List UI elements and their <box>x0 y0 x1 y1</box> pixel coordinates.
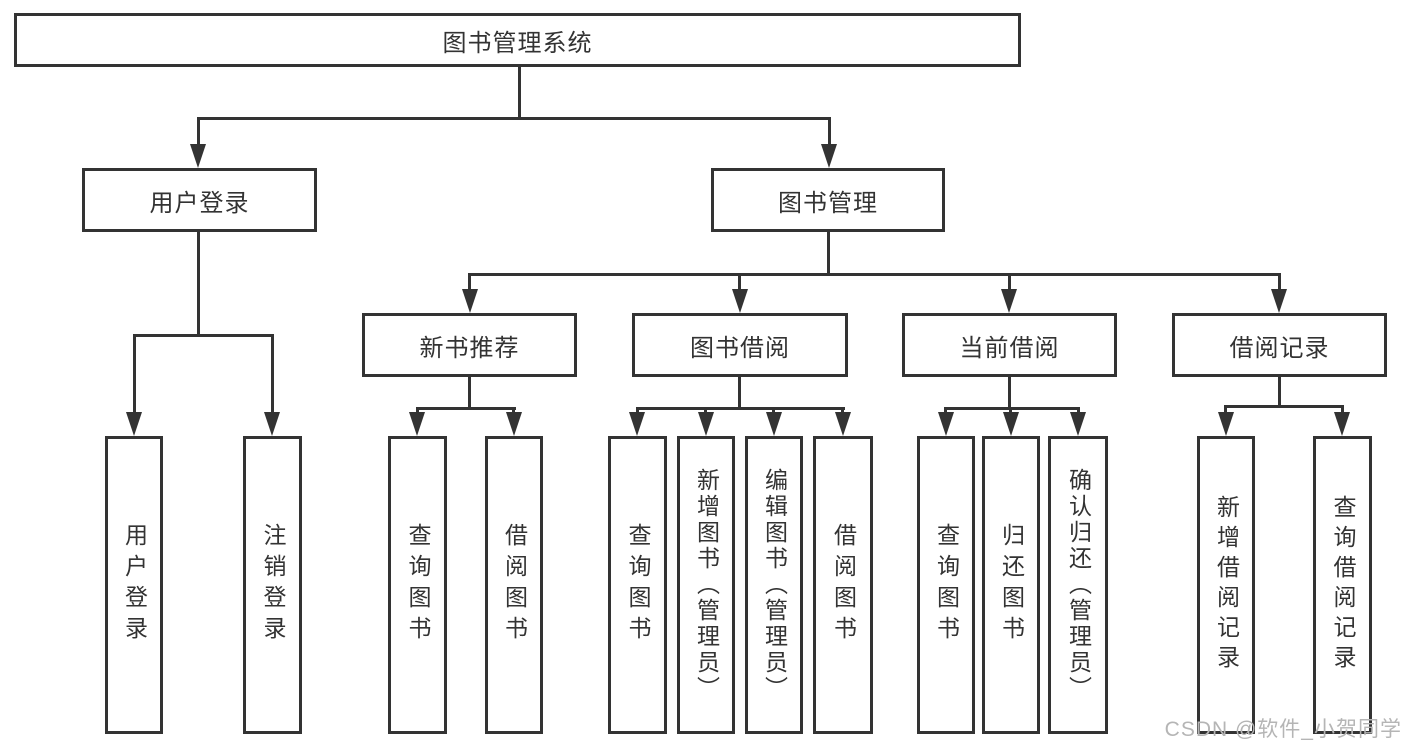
leaf-borrowing-add-books-admin-label: 新增图书（管理员） <box>693 468 720 702</box>
node-new-book-recommend: 新书推荐 <box>362 313 577 377</box>
connector-segment <box>1224 405 1344 408</box>
connector-segment <box>841 407 844 415</box>
leaf-current-query-books: 查询图书 <box>917 436 975 734</box>
node-system-root: 图书管理系统 <box>14 13 1021 67</box>
leaf-current-confirm-return-admin-label: 确认归还（管理员） <box>1065 468 1092 702</box>
leaf-logout: 注销登录 <box>243 436 302 734</box>
leaf-current-return-books-label: 归还图书 <box>998 523 1025 647</box>
leaf-user-login-label: 用户登录 <box>121 523 148 647</box>
connector-segment <box>133 334 274 337</box>
leaf-records-add-record-label: 新增借阅记录 <box>1213 495 1240 675</box>
connector-arrowhead <box>835 412 851 436</box>
connector-segment <box>828 117 831 146</box>
connector-segment <box>468 377 471 407</box>
connector-segment <box>512 407 515 415</box>
connector-segment <box>197 117 831 120</box>
leaf-recommend-query-books: 查询图书 <box>388 436 447 734</box>
leaf-records-query-record: 查询借阅记录 <box>1313 436 1372 734</box>
leaf-borrowing-borrow-books-label: 借阅图书 <box>830 523 857 647</box>
leaf-user-login: 用户登录 <box>105 436 163 734</box>
connector-segment <box>1278 273 1281 292</box>
csdn-watermark: CSDN @软件_小贺同学 <box>1164 718 1402 741</box>
connector-segment <box>738 377 741 407</box>
connector-segment <box>738 273 741 292</box>
connector-segment <box>636 407 845 410</box>
connector-arrowhead <box>462 289 478 313</box>
node-book-borrowing: 图书借阅 <box>632 313 848 377</box>
node-user-login: 用户登录 <box>82 168 317 232</box>
connector-segment <box>468 273 471 292</box>
connector-segment <box>1009 407 1012 415</box>
connector-segment <box>416 407 419 415</box>
leaf-recommend-borrow-books: 借阅图书 <box>485 436 543 734</box>
connector-arrowhead <box>1218 412 1234 436</box>
leaf-borrowing-borrow-books: 借阅图书 <box>813 436 873 734</box>
connector-arrowhead <box>821 144 837 168</box>
leaf-records-query-record-label: 查询借阅记录 <box>1330 495 1356 675</box>
leaf-current-confirm-return-admin: 确认归还（管理员） <box>1048 436 1108 734</box>
connector-segment <box>1278 377 1281 405</box>
leaf-borrowing-edit-books-admin: 编辑图书（管理员） <box>745 436 803 734</box>
connector-segment <box>197 117 200 146</box>
connector-segment <box>416 407 516 410</box>
connector-segment <box>827 232 830 273</box>
connector-segment <box>197 232 200 334</box>
connector-segment <box>772 407 775 415</box>
connector-segment <box>1341 405 1344 415</box>
connector-arrowhead <box>1070 412 1086 436</box>
leaf-current-return-books: 归还图书 <box>982 436 1040 734</box>
node-borrow-records: 借阅记录 <box>1172 313 1387 377</box>
connector-arrowhead <box>732 289 748 313</box>
leaf-current-query-books-label: 查询图书 <box>933 523 960 647</box>
leaf-borrowing-query-books-label: 查询图书 <box>625 523 651 647</box>
connector-segment <box>636 407 639 415</box>
connector-arrowhead <box>264 412 280 436</box>
connector-segment <box>1077 407 1080 415</box>
leaf-records-add-record: 新增借阅记录 <box>1197 436 1255 734</box>
connector-arrowhead <box>506 412 522 436</box>
connector-arrowhead <box>409 412 425 436</box>
leaf-recommend-borrow-books-label: 借阅图书 <box>501 523 528 647</box>
leaf-borrowing-edit-books-admin-label: 编辑图书（管理员） <box>761 468 788 702</box>
node-book-management: 图书管理 <box>711 168 945 232</box>
node-current-borrowing: 当前借阅 <box>902 313 1117 377</box>
connector-arrowhead <box>629 412 645 436</box>
connector-arrowhead <box>126 412 142 436</box>
leaf-recommend-query-books-label: 查询图书 <box>405 523 431 647</box>
connector-arrowhead <box>1003 412 1019 436</box>
connector-segment <box>944 407 947 415</box>
connector-arrowhead <box>698 412 714 436</box>
connector-segment <box>704 407 707 415</box>
connector-arrowhead <box>766 412 782 436</box>
connector-segment <box>1008 377 1011 407</box>
connector-segment <box>1008 273 1011 292</box>
connector-segment <box>518 67 521 119</box>
connector-segment <box>271 334 274 414</box>
connector-arrowhead <box>1271 289 1287 313</box>
connector-arrowhead <box>1334 412 1350 436</box>
connector-segment <box>1224 405 1227 415</box>
leaf-logout-label: 注销登录 <box>260 523 286 647</box>
leaf-borrowing-query-books: 查询图书 <box>608 436 667 734</box>
connector-arrowhead <box>938 412 954 436</box>
connector-segment <box>944 407 1080 410</box>
connector-arrowhead <box>190 144 206 168</box>
connector-segment <box>133 334 136 414</box>
leaf-borrowing-add-books-admin: 新增图书（管理员） <box>677 436 735 734</box>
connector-arrowhead <box>1001 289 1017 313</box>
connector-segment <box>468 273 1281 276</box>
